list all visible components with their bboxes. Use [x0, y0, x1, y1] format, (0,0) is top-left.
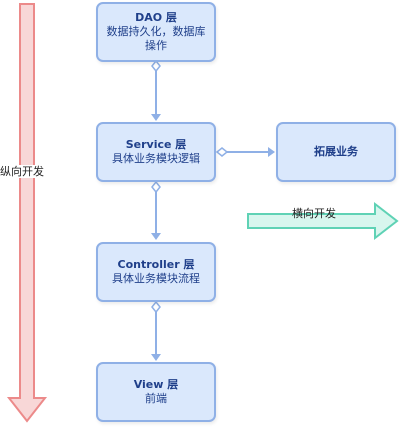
- service-layer-node: Service 层 具体业务模块逻辑: [96, 122, 216, 182]
- view-layer-desc: 前端: [145, 392, 167, 405]
- dao-layer-title: DAO 层: [135, 11, 177, 24]
- view-layer-node: View 层 前端: [96, 362, 216, 422]
- connector-service-controller: [151, 180, 161, 240]
- connector-dao-service: [151, 59, 161, 121]
- connector-service-extension: [215, 147, 275, 157]
- dao-layer-node: DAO 层 数据持久化，数据库操作: [96, 2, 216, 62]
- horizontal-development-label: 横向开发: [292, 207, 336, 220]
- controller-layer-node: Controller 层 具体业务模块流程: [96, 242, 216, 302]
- dao-layer-desc: 数据持久化，数据库操作: [106, 25, 206, 52]
- view-layer-title: View 层: [133, 378, 179, 391]
- controller-layer-title: Controller 层: [117, 258, 195, 271]
- horizontal-development-arrow: [247, 201, 399, 241]
- extension-node: 拓展业务: [276, 122, 396, 182]
- vertical-development-label: 纵向开发: [0, 165, 44, 178]
- controller-layer-desc: 具体业务模块流程: [112, 272, 200, 285]
- extension-title: 拓展业务: [314, 145, 358, 158]
- connector-controller-view: [151, 300, 161, 361]
- service-layer-title: Service 层: [125, 138, 187, 151]
- service-layer-desc: 具体业务模块逻辑: [112, 152, 200, 165]
- vertical-development-arrow: [6, 3, 48, 423]
